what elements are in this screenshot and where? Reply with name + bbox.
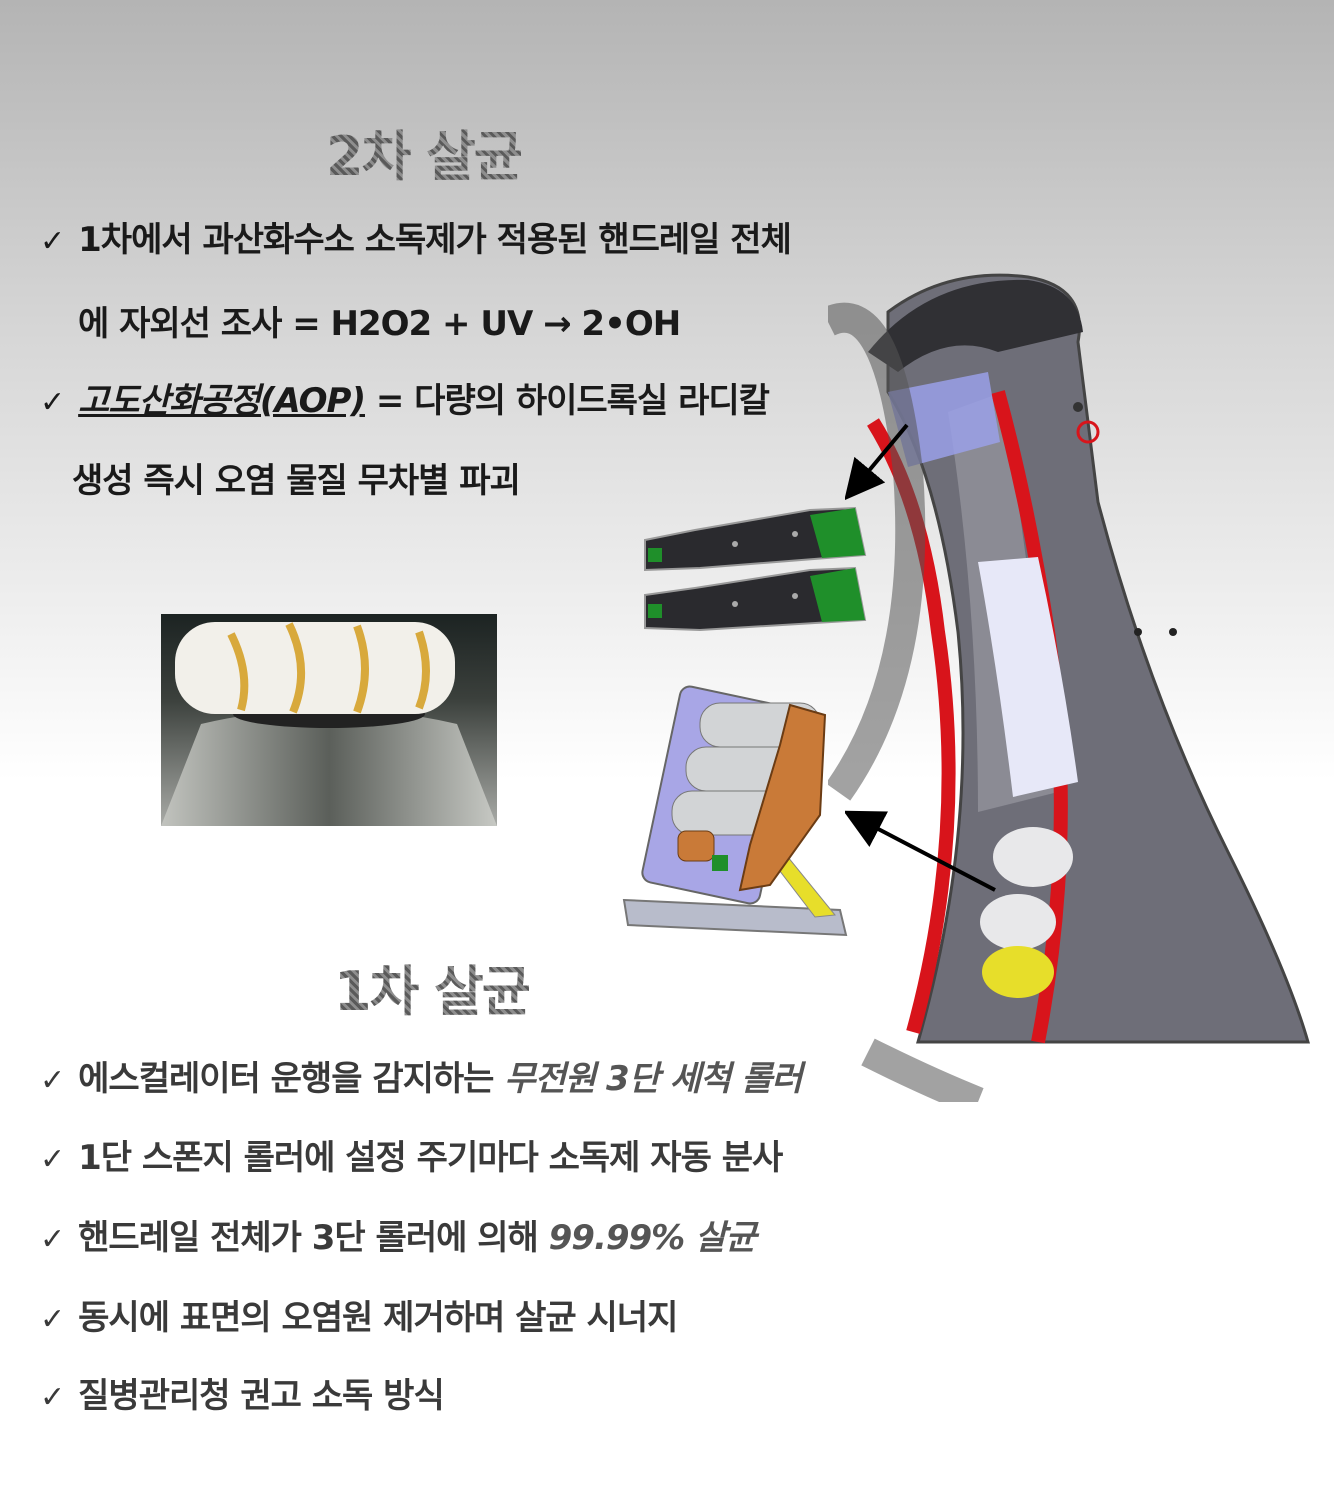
bottom-item-2: ✓1단 스폰지 롤러에 설정 주기마다 소독제 자동 분사 (40, 1138, 783, 1178)
top-item-2: ✓고도산화공정(AOP) = 다량의 하이드록실 라디칼 (40, 381, 770, 421)
check-icon: ✓ (40, 1142, 65, 1177)
check-icon: ✓ (40, 224, 65, 259)
check-icon: ✓ (40, 1302, 65, 1337)
bottom-item-5: ✓질병관리청 권고 소독 방식 (40, 1376, 445, 1416)
handrail-cross-section-illustration (828, 273, 1310, 1102)
sponge-roller-photo (161, 614, 497, 826)
bottom-item-4: ✓동시에 표면의 오염원 제거하며 살균 시너지 (40, 1298, 678, 1338)
aop-term: 고도산화공정(AOP) (78, 381, 366, 421)
check-icon: ✓ (40, 385, 65, 420)
top-item-2-cont: 생성 즉시 오염 물질 무차별 파괴 (72, 461, 521, 501)
bottom-item-1: ✓에스컬레이터 운행을 감지하는 무전원 3단 세척 롤러 (40, 1059, 803, 1099)
bottom-item-3: ✓핸드레일 전체가 3단 롤러에 의해 99.99% 살균 (40, 1218, 757, 1258)
top-item-1-cont: 에 자외선 조사 = H2O2 + UV → 2•OH (78, 304, 681, 344)
secondary-sterilization-heading: 2차 살균 (326, 112, 523, 191)
sterilization-rate-term: 99.99% 살균 (548, 1218, 757, 1258)
arrow-to-uv-bracket (845, 423, 909, 501)
check-icon: ✓ (40, 1222, 65, 1257)
primary-sterilization-heading: 1차 살균 (334, 947, 531, 1026)
three-stage-roller-term: 무전원 3단 세척 롤러 (504, 1059, 802, 1099)
three-stage-roller-assembly (622, 685, 848, 937)
uv-bracket-illustration (644, 506, 867, 632)
top-item-1: ✓1차에서 과산화수소 소독제가 적용된 핸드레일 전체 (40, 220, 792, 260)
check-icon: ✓ (40, 1063, 65, 1098)
arrow-to-roller-assembly (845, 810, 996, 892)
check-icon: ✓ (40, 1380, 65, 1415)
